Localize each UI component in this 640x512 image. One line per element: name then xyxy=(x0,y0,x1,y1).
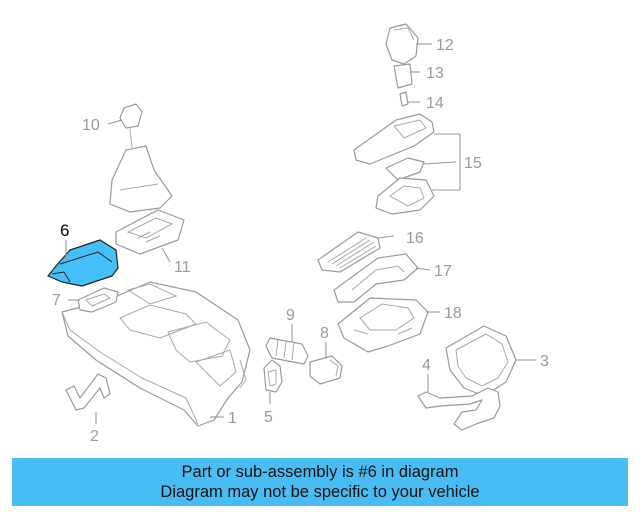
callout-17: 17 xyxy=(434,263,452,280)
callout-1: 1 xyxy=(228,410,237,427)
callout-12: 12 xyxy=(436,37,454,54)
callout-3: 3 xyxy=(540,353,549,370)
callout-6: 6 xyxy=(60,221,69,240)
banner-line-1: Part or sub-assembly is #6 in diagram xyxy=(181,463,459,481)
part-12-shift-knob[interactable] xyxy=(385,23,419,65)
part-2-bracket[interactable] xyxy=(65,373,111,411)
callout-4: 4 xyxy=(422,357,431,374)
callout-18: 18 xyxy=(444,305,462,322)
part-1-center-console[interactable] xyxy=(61,281,251,427)
part-16-grille[interactable] xyxy=(317,231,381,273)
callout-14: 14 xyxy=(426,95,444,112)
callout-13: 13 xyxy=(426,65,444,82)
part-6-armrest-lid[interactable] xyxy=(47,239,119,287)
part-4-bracket[interactable] xyxy=(417,387,501,431)
leader-lines xyxy=(65,43,536,424)
parts-diagram: 1 2 3 4 5 6 7 8 9 10 11 12 13 14 15 16 1… xyxy=(47,23,549,445)
callout-7: 7 xyxy=(52,292,61,309)
callout-11: 11 xyxy=(174,259,191,276)
callout-9: 9 xyxy=(286,307,295,324)
part-13-shaft[interactable] xyxy=(393,63,413,89)
part-7-tray[interactable] xyxy=(77,287,119,313)
diagram-svg: 1 2 3 4 5 6 7 8 9 10 11 12 13 14 15 16 1… xyxy=(47,23,549,445)
callout-15: 15 xyxy=(464,155,482,172)
callout-8: 8 xyxy=(320,325,329,342)
part-15-shift-indicator[interactable] xyxy=(353,113,435,215)
part-11-console-panel[interactable] xyxy=(115,209,185,255)
part-14-button[interactable] xyxy=(399,91,409,107)
callout-2: 2 xyxy=(90,428,99,445)
part-3-shift-ring[interactable] xyxy=(445,325,517,397)
callout-16: 16 xyxy=(406,230,424,247)
banner-line-2: Diagram may not be specific to your vehi… xyxy=(160,483,480,501)
part-10-shift-knob-boot[interactable] xyxy=(109,103,173,213)
callout-5: 5 xyxy=(264,409,273,426)
part-8-socket[interactable] xyxy=(309,355,343,385)
callout-10: 10 xyxy=(82,117,100,134)
part-18-base-bracket[interactable] xyxy=(337,297,429,353)
part-9-lighter[interactable] xyxy=(265,337,309,365)
part-17-trim-plate[interactable] xyxy=(333,253,419,303)
part-5-clip[interactable] xyxy=(263,359,283,393)
info-banner: Part or sub-assembly is #6 in diagram Di… xyxy=(12,458,628,506)
